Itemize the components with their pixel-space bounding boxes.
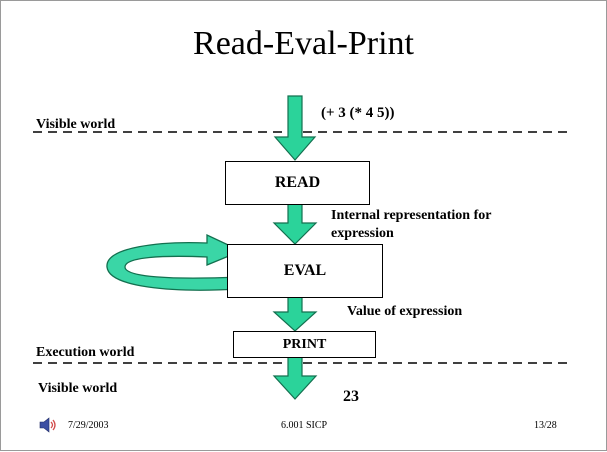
input-expression: (+ 3 (* 4 5)) (321, 105, 395, 121)
eval-loop-arrow (106, 233, 243, 291)
result-value: 23 (343, 388, 359, 405)
value-of-expression-annotation: Value of expression (347, 304, 463, 319)
read-to-eval-arrow (272, 203, 318, 245)
eval-label: EVAL (283, 262, 327, 279)
footer-page-number: 13/28 (534, 420, 557, 431)
internal-representation-annotation: Internal representation for expression (331, 208, 492, 241)
print-output-arrow (272, 356, 318, 400)
visible-world-label-top: Visible world (36, 117, 116, 132)
footer-course: 6.001 SICP (281, 420, 328, 431)
eval-box: EVAL (227, 244, 383, 298)
speaker-icon[interactable] (39, 417, 59, 433)
slide-title: Read-Eval-Print (193, 25, 414, 62)
input-arrow (273, 95, 317, 161)
execution-world-label: Execution world (36, 345, 135, 360)
print-box: PRINT (233, 331, 376, 358)
read-box: READ (225, 161, 370, 205)
print-label: PRINT (282, 336, 327, 352)
read-label: READ (274, 174, 321, 191)
footer-date: 7/29/2003 (68, 420, 109, 431)
eval-to-print-arrow (272, 296, 318, 332)
visible-world-label-bottom: Visible world (38, 381, 118, 396)
speaker-icon-graphic (39, 417, 56, 433)
